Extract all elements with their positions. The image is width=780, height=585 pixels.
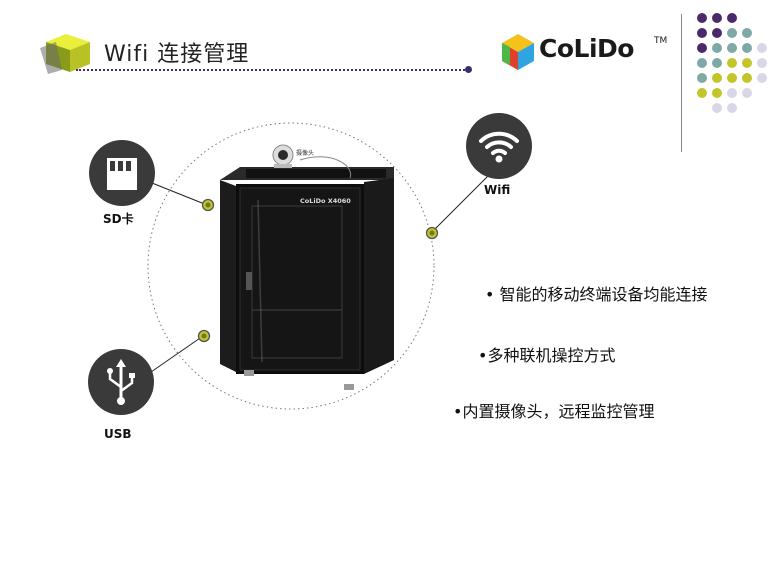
brand-logo-text: CoLiDo	[539, 34, 634, 63]
colido-logo-icon	[502, 34, 534, 70]
camera-label: 摄像头	[296, 150, 315, 157]
bullet-item: •内置摄像头，远程监控管理	[453, 402, 655, 421]
decorative-divider	[681, 14, 682, 152]
usb-label: USB	[104, 427, 132, 441]
wifi-icon	[466, 113, 532, 179]
printer-model-label: CoLiDo X4060	[300, 197, 351, 205]
sd-card-icon	[89, 140, 155, 206]
wifi-leader-line	[431, 173, 491, 233]
title-cube-icon	[40, 34, 90, 74]
usb-icon	[88, 349, 154, 415]
sd-card-label: SD卡	[103, 212, 134, 226]
brand-trademark: TM	[654, 36, 668, 46]
diagram-dotted-circle	[147, 122, 435, 410]
bullet-item: •多种联机操控方式	[478, 346, 616, 365]
usb-connector-dot	[197, 329, 211, 343]
sd-leader-line	[151, 182, 208, 206]
decorative-dot-grid	[697, 13, 767, 113]
wifi-connector-dot	[425, 226, 439, 240]
bullet-item: • 智能的移动终端设备均能连接	[485, 285, 708, 304]
sd-connector-dot	[201, 198, 215, 212]
wifi-label: Wifi	[484, 183, 511, 197]
printer-image	[220, 144, 394, 390]
title-underline-dot	[465, 66, 472, 73]
usb-leader-line	[150, 335, 204, 373]
page-title: Wifi 连接管理	[104, 42, 250, 67]
title-underline	[76, 69, 468, 71]
